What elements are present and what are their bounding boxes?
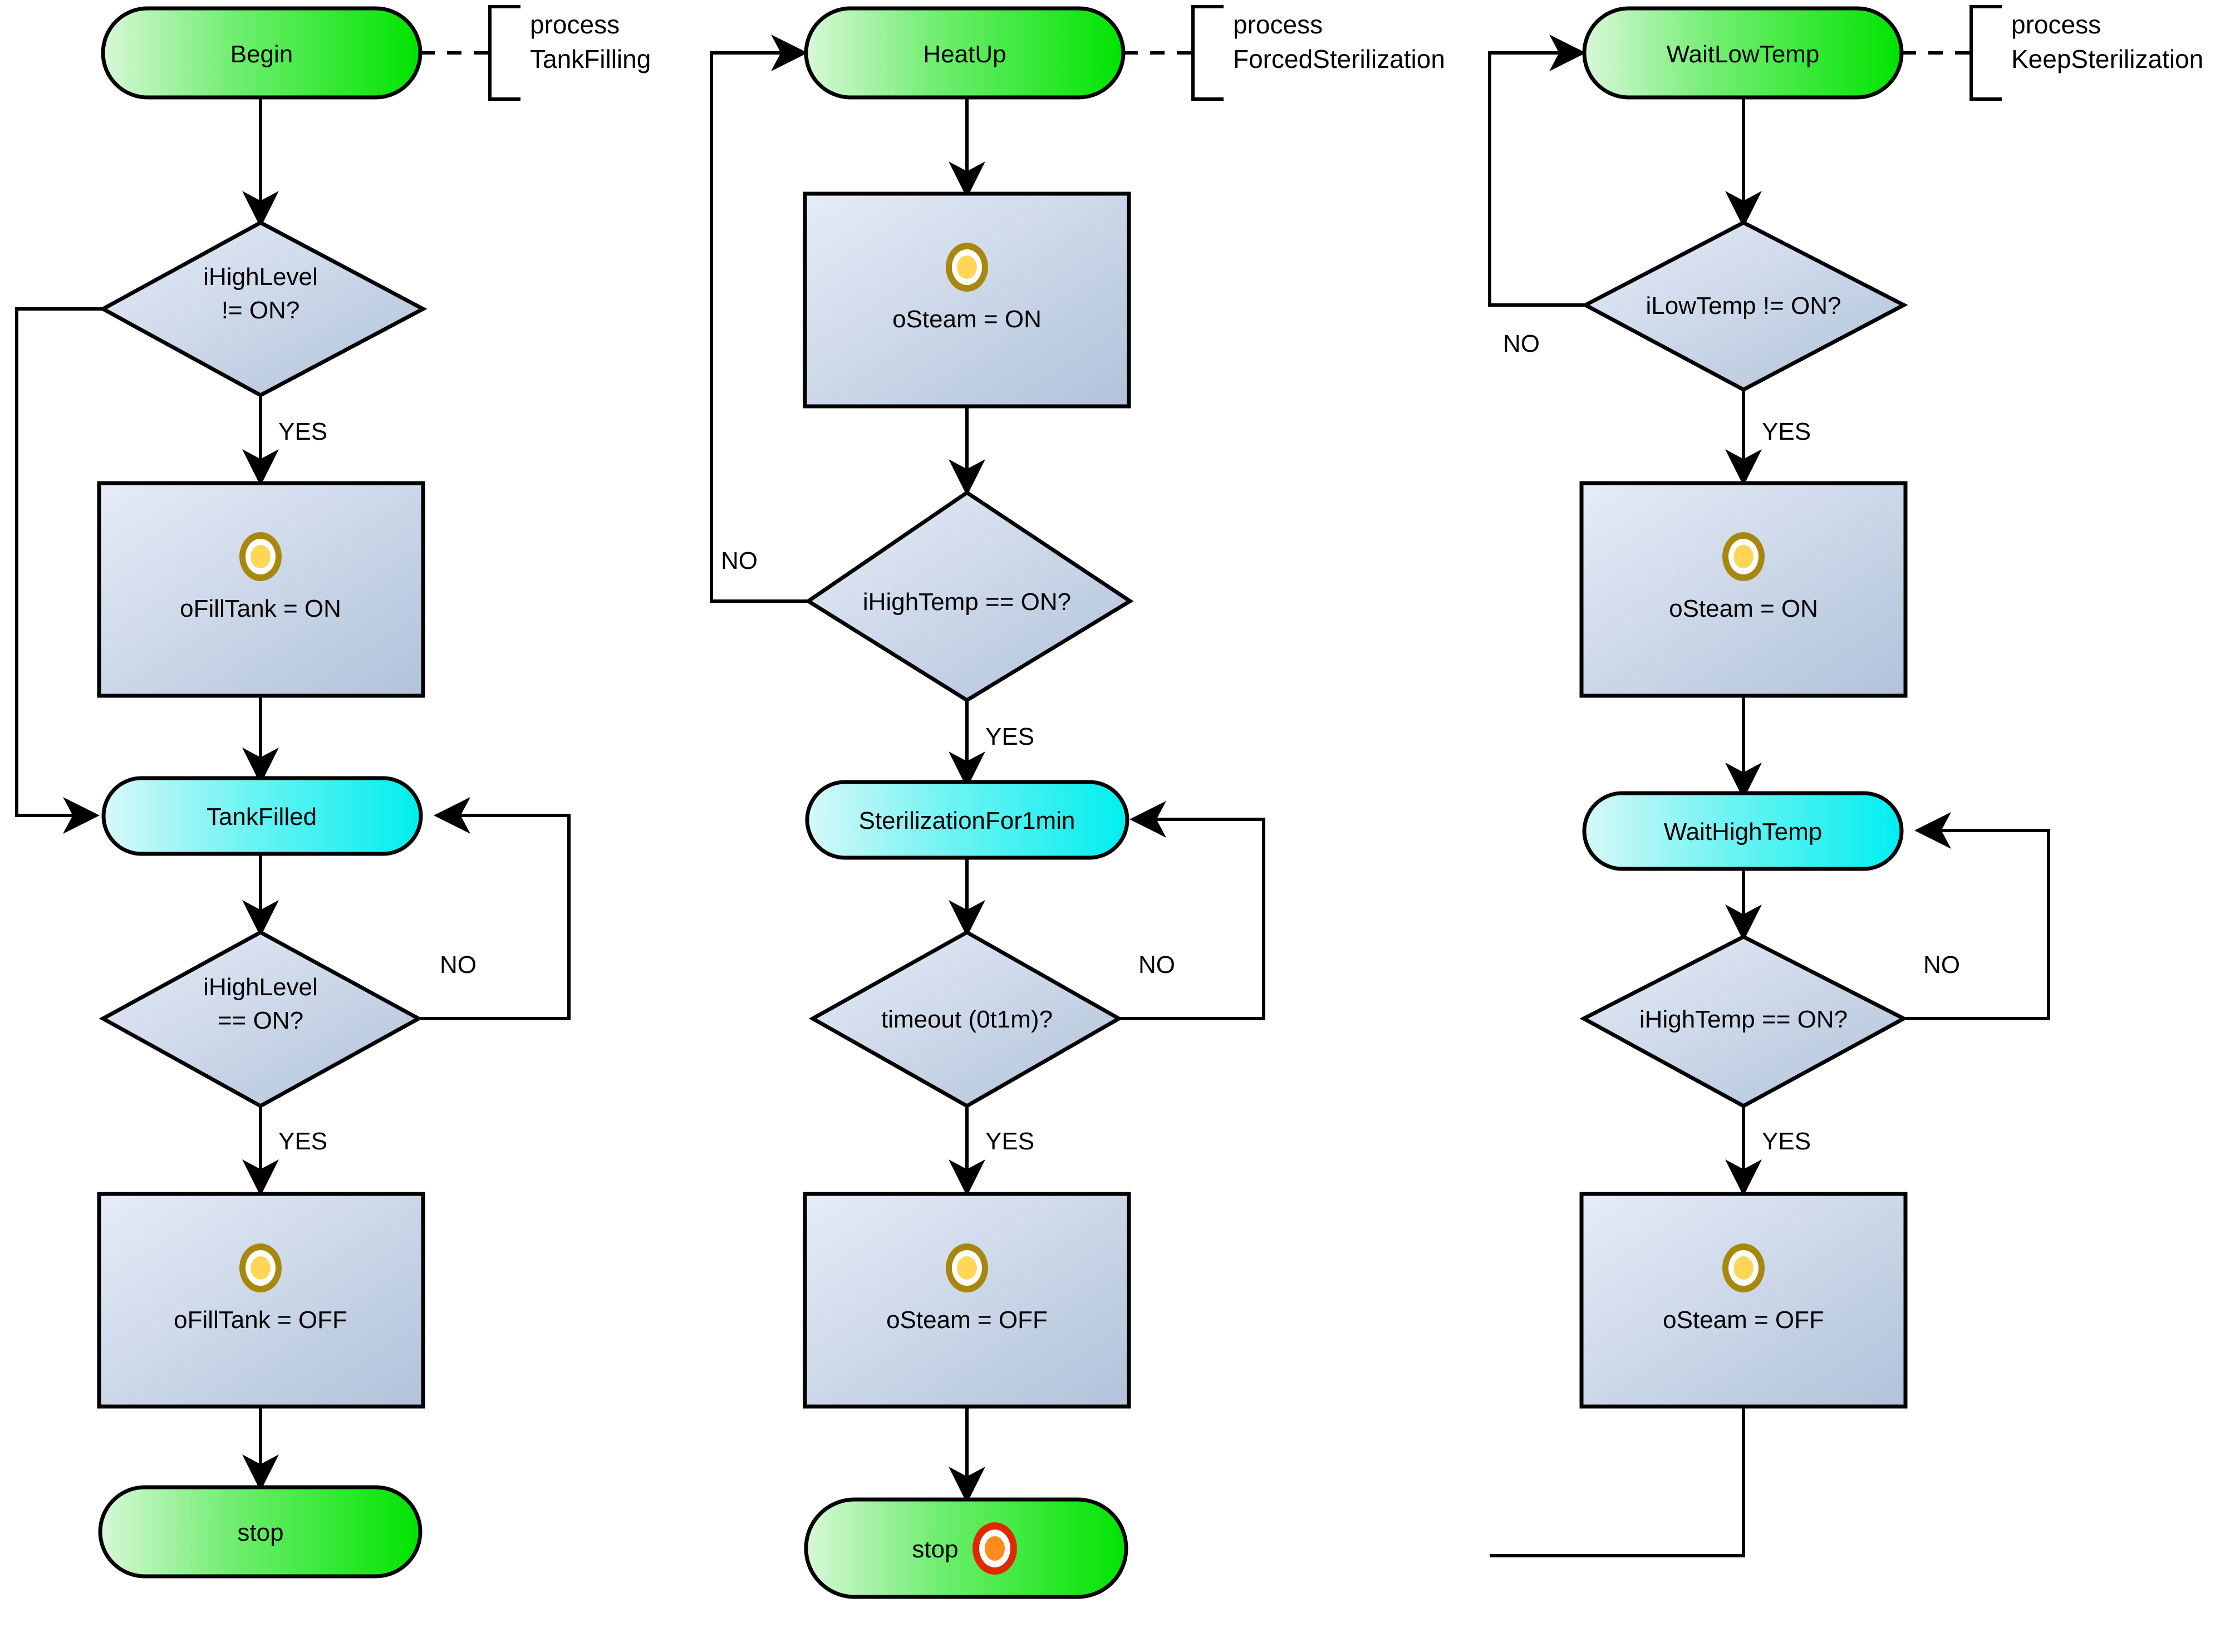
node-decision-ihighlevel-not-on[interactable]: iHighLevel != ON? [99,220,428,397]
decision1-label-line2: != ON? [222,297,300,324]
edge-timeout-no-loop [1119,801,1265,1020]
node-decision-ihightemp-2[interactable]: iHighTemp == ON? [804,490,1134,703]
process-ofilltank-on-label: oFillTank = ON [180,595,341,622]
node-stop-1[interactable]: stop [98,1485,423,1579]
node-decision-timeout[interactable]: timeout (0t1m)? [808,930,1123,1109]
edge-label-no-4: NO [1503,330,1540,357]
gold-ring-icon [239,532,282,581]
node-waitlowtemp[interactable]: WaitLowTemp [1582,6,1904,100]
node-state-sterilizationfor1min[interactable]: SterilizationFor1min [805,780,1129,860]
node-heatup[interactable]: HeatUp [804,6,1126,100]
node-begin-label: Begin [230,41,293,68]
node-process-ofilltank-on[interactable]: oFillTank = ON [97,481,425,698]
gold-ring-icon [946,1243,988,1292]
process-name-2: ForcedSterilization [1233,45,1445,73]
process-bracket-keepsterilization: process KeepSterilization [1902,5,2203,101]
bracket-shape-1 [488,5,520,101]
node-decision-ihighlevel-on[interactable]: iHighLevel == ON? [99,930,423,1109]
node-decision-ilowtemp[interactable]: iLowTemp != ON? [1581,220,1908,392]
edge-label-no-3: NO [1138,951,1175,979]
process-word-3: process [2011,10,2101,39]
process-bracket-forcedsterilization: process ForcedSterilization [1123,5,1445,101]
node-steril1min-label: SterilizationFor1min [859,807,1075,834]
bracket-shape-3 [1969,5,2002,101]
column-keepsterilization: WaitLowTemp process KeepSterilization iL… [1488,5,2203,1557]
edge-hightemp3-no-loop [1904,812,2050,1020]
node-process-osteam-on-2[interactable]: oSteam = ON [803,191,1131,409]
edge-label-no-2: NO [721,547,758,574]
edge-label-yes-6: YES [1762,1128,1811,1155]
edge-label-yes-1: YES [278,418,327,445]
node-decision-ihightemp-3[interactable]: iHighTemp == ON? [1579,935,1908,1108]
edge-label-yes-2: YES [278,1128,327,1155]
node-state-tankfilled[interactable]: TankFilled [101,776,423,856]
edge-decision1-no-to-tankfilled [15,307,103,834]
bracket-shape-2 [1191,5,1224,101]
process-osteam-on-3-label: oSteam = ON [1669,595,1818,622]
process-name-3: KeepSterilization [2011,45,2203,73]
process-ofilltank-off-label: oFillTank = OFF [174,1306,347,1334]
node-process-osteam-off-3[interactable]: oSteam = OFF [1579,1192,1908,1409]
decision1-label-line1: iHighLevel [203,263,317,291]
edge-steamoff3-back-to-waitlowtemp [1490,1405,1745,1557]
process-word-2: process [1233,10,1323,39]
column-tankfilling: Begin process TankFilling iHighLevel != … [15,5,651,1579]
process-osteam-off-2-label: oSteam = OFF [886,1306,1048,1334]
edge-label-no-5: NO [1923,951,1960,979]
edge-decision2-no-loop [419,797,571,1020]
edge-label-yes-5: YES [1762,418,1811,445]
edge-label-yes-3: YES [985,723,1034,750]
node-heatup-label: HeatUp [923,41,1006,68]
process-osteam-off-3-label: oSteam = OFF [1663,1306,1824,1334]
process-bracket-tankfilling: process TankFilling [420,5,651,101]
edge-lowtemp-no-to-waitlowtemp [1488,35,1586,307]
node-process-osteam-on-3[interactable]: oSteam = ON [1579,481,1908,698]
decision-hightemp-2-label: iHighTemp == ON? [863,588,1071,616]
decision2-label-line1: iHighLevel [203,974,317,1001]
node-tankfilled-label: TankFilled [207,803,317,830]
node-stop-1-label: stop [237,1519,283,1546]
edges-col3 [1488,35,2050,1557]
column-forcedsterilization: HeatUp process ForcedSterilization oStea… [710,5,1445,1599]
node-waitlowtemp-label: WaitLowTemp [1667,41,1820,68]
node-stop-2-label: stop [912,1536,958,1563]
node-stop-2[interactable]: stop [804,1497,1128,1599]
process-word-1: process [530,10,620,39]
decision-ilowtemp-label: iLowTemp != ON? [1646,292,1841,319]
decision-timeout-label: timeout (0t1m)? [881,1006,1053,1033]
edges-col2 [710,35,1265,1503]
gold-ring-icon [1722,1243,1765,1292]
node-begin[interactable]: Begin [101,6,423,100]
node-waithightemp-label: WaitHighTemp [1664,818,1822,845]
process-name-1: TankFilling [530,45,651,73]
process-osteam-on-2-label: oSteam = ON [892,306,1042,333]
decision-hightemp-3-label: iHighTemp == ON? [1639,1006,1848,1033]
edge-hightemp-no-to-heatup [710,35,808,603]
node-state-waithightemp[interactable]: WaitHighTemp [1582,791,1904,871]
node-process-osteam-off-2[interactable]: oSteam = OFF [803,1192,1131,1409]
edge-label-yes-4: YES [985,1128,1034,1155]
edges-col1 [15,97,571,1491]
decision2-label-line2: == ON? [218,1007,303,1034]
edge-label-no-1: NO [440,951,477,979]
node-process-ofilltank-off[interactable]: oFillTank = OFF [97,1192,425,1409]
gold-ring-icon [946,243,988,292]
gold-ring-icon [1722,532,1765,581]
gold-ring-icon [239,1243,282,1292]
red-ring-icon [973,1522,1017,1575]
